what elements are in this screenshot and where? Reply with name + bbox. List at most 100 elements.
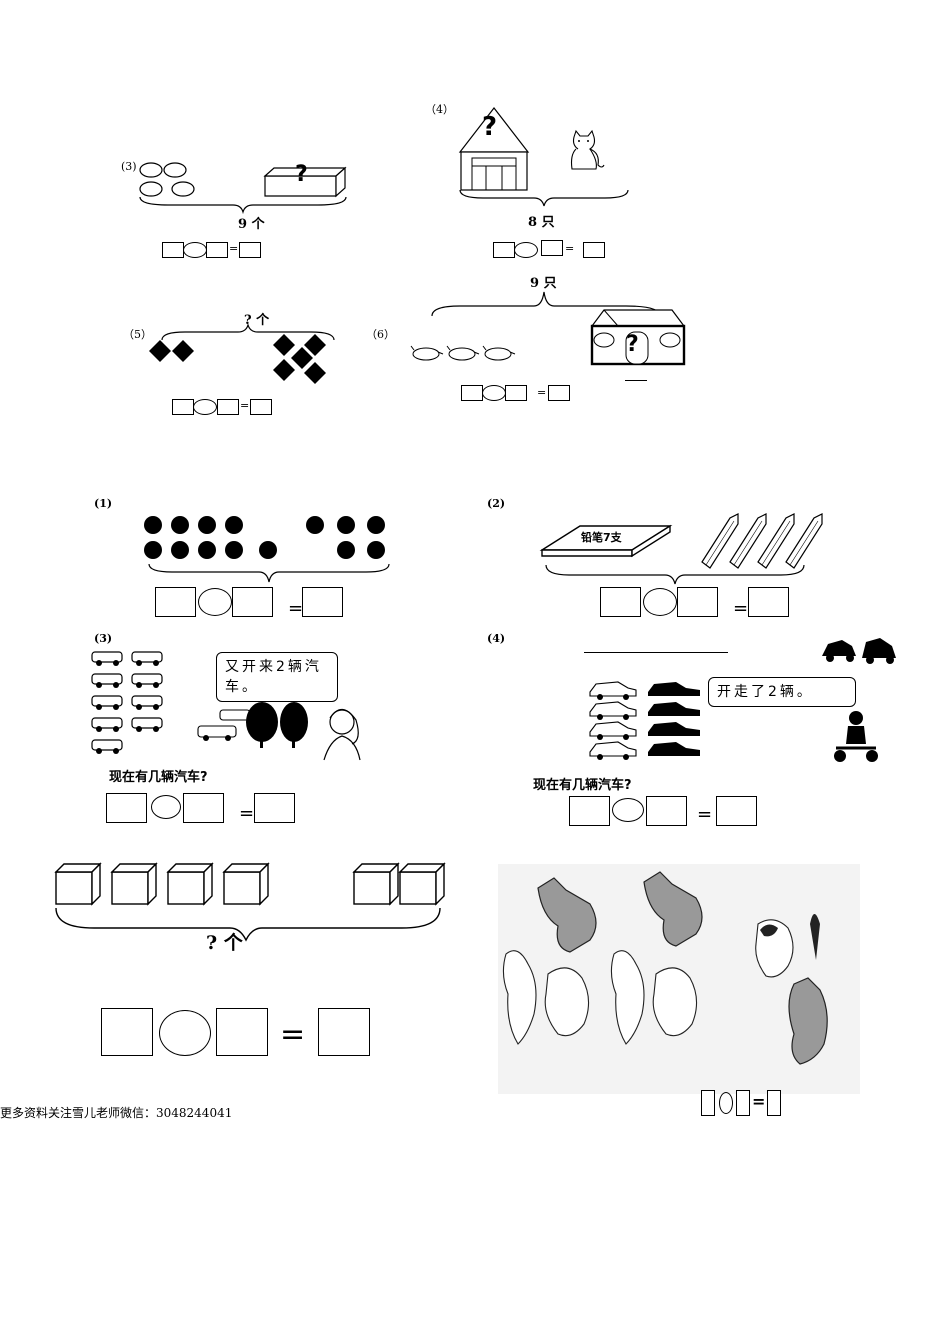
answer-box[interactable] xyxy=(646,796,687,826)
equals-sign: = xyxy=(752,1092,766,1111)
answer-box[interactable] xyxy=(155,587,196,617)
answer-box[interactable] xyxy=(206,242,228,258)
answer-box[interactable] xyxy=(541,240,563,256)
question-3-prompt: 现在有几辆汽车? xyxy=(109,770,208,785)
question-4-label: (4) xyxy=(487,632,506,645)
answer-box[interactable] xyxy=(254,793,295,823)
problem-5-total: ? 个 xyxy=(244,313,270,328)
cubes-left-icon xyxy=(54,862,270,906)
apples-left-icon xyxy=(144,516,277,559)
equals-sign: = xyxy=(537,386,547,399)
driving-away-icon xyxy=(822,638,896,664)
equals-sign: = xyxy=(565,242,575,255)
problem-3-label: (3) xyxy=(121,160,137,173)
problem-4-label: （4） xyxy=(425,103,454,116)
answer-box[interactable] xyxy=(569,796,610,826)
pencil-box-icon xyxy=(539,524,673,558)
answer-box[interactable] xyxy=(716,796,757,826)
apples-right-icon xyxy=(306,516,385,559)
operator-oval[interactable] xyxy=(719,1092,733,1114)
operator-oval[interactable] xyxy=(159,1010,211,1056)
question-1-label: (1) xyxy=(94,497,113,510)
answer-box[interactable] xyxy=(106,793,147,823)
equals-sign: = xyxy=(697,804,713,825)
problem-6-label: （6） xyxy=(366,328,395,341)
operator-oval[interactable] xyxy=(198,588,232,616)
answer-box[interactable] xyxy=(318,1008,370,1056)
answer-box[interactable] xyxy=(505,385,527,401)
house-question: ? xyxy=(482,112,498,142)
operator-oval[interactable] xyxy=(193,399,217,415)
cats-illustration xyxy=(498,864,860,1094)
operator-oval[interactable] xyxy=(183,242,207,258)
brace-q1-icon xyxy=(148,563,390,583)
operator-oval[interactable] xyxy=(482,385,506,401)
question-3-label: (3) xyxy=(94,632,113,645)
mystery-box-icon xyxy=(263,166,347,198)
question-2-label: (2) xyxy=(487,497,506,510)
equals-sign: = xyxy=(288,598,304,619)
answer-box[interactable] xyxy=(239,242,261,258)
operator-oval[interactable] xyxy=(612,798,644,822)
answer-box[interactable] xyxy=(461,385,483,401)
house-icon xyxy=(458,107,530,191)
problem-6-total: 9 只 xyxy=(530,276,557,291)
answer-box[interactable] xyxy=(748,587,789,617)
barn-icon xyxy=(590,309,686,366)
diamonds-left-icon xyxy=(149,340,194,362)
cat-icon xyxy=(570,129,605,170)
speech-text-arriving: 又开来2辆汽车。 xyxy=(225,659,322,695)
brace-6-icon xyxy=(431,291,661,317)
equals-sign: = xyxy=(240,399,250,412)
rabbits-icon xyxy=(410,345,516,361)
ovals-group-icon xyxy=(139,162,195,197)
answer-box[interactable] xyxy=(216,1008,268,1056)
problem-4-total: 8 只 xyxy=(528,215,555,230)
answer-box[interactable] xyxy=(736,1090,750,1116)
cars-rows-icon xyxy=(589,681,700,760)
equals-sign: = xyxy=(733,598,749,619)
answer-box[interactable] xyxy=(677,587,718,617)
operator-oval[interactable] xyxy=(643,588,677,616)
operator-oval[interactable] xyxy=(151,795,181,819)
answer-box[interactable] xyxy=(548,385,570,401)
speech-text-leaving: 开走了2辆。 xyxy=(717,684,814,700)
answer-box[interactable] xyxy=(250,399,272,415)
brace-cubes-icon xyxy=(55,907,441,942)
problem-3-total: 9 个 xyxy=(238,217,265,232)
diamonds-right-icon xyxy=(273,334,326,384)
problem-5-label: （5） xyxy=(123,328,152,341)
barn-question: ? xyxy=(626,332,639,357)
cats-drawing-icon xyxy=(502,871,828,1065)
answer-box[interactable] xyxy=(162,242,184,258)
answer-box[interactable] xyxy=(701,1090,715,1116)
brace-3-icon xyxy=(139,196,347,215)
answer-box[interactable] xyxy=(302,587,343,617)
street-scene-icon xyxy=(197,702,361,761)
answer-box[interactable] xyxy=(232,587,273,617)
equals-sign: = xyxy=(239,803,255,824)
answer-box[interactable] xyxy=(600,587,641,617)
barn-underline xyxy=(625,380,647,381)
pencil-box-text: 铅笔7支 xyxy=(581,531,622,544)
road-line xyxy=(584,652,728,653)
cubes-total: ? 个 xyxy=(206,932,243,954)
speech-bubble-arriving: 又开来2辆汽车。 xyxy=(216,652,338,702)
answer-box[interactable] xyxy=(583,242,605,258)
brace-5-icon xyxy=(161,322,335,341)
cars-group-icon xyxy=(91,651,163,754)
answer-box[interactable] xyxy=(217,399,239,415)
answer-box[interactable] xyxy=(493,242,515,258)
answer-box[interactable] xyxy=(172,399,194,415)
scooter-rider-icon xyxy=(834,711,878,762)
cubes-right-icon xyxy=(352,862,446,906)
pencils-icon xyxy=(701,513,823,569)
footer-note: 更多资料关注雪儿老师微信：3048244041 xyxy=(0,1106,233,1120)
answer-box[interactable] xyxy=(767,1090,781,1116)
mystery-box-question: ? xyxy=(295,162,308,187)
brace-q2-icon xyxy=(545,564,805,585)
answer-box[interactable] xyxy=(101,1008,153,1056)
answer-box[interactable] xyxy=(183,793,224,823)
operator-oval[interactable] xyxy=(514,242,538,258)
question-4-prompt: 现在有几辆汽车? xyxy=(533,778,632,793)
